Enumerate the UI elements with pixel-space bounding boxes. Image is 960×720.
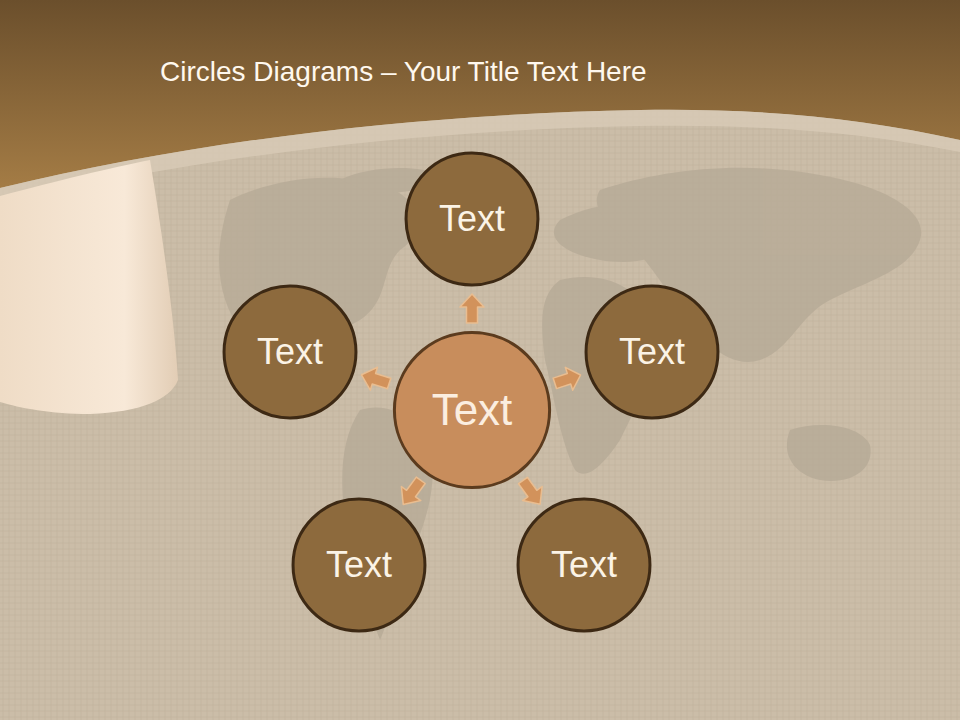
circle-label: Text xyxy=(257,331,323,373)
outer-circle: Text xyxy=(404,151,540,287)
outer-circle: Text xyxy=(291,497,427,633)
block-arrow xyxy=(553,367,581,390)
block-arrow xyxy=(401,477,425,504)
outer-circle: Text xyxy=(584,284,720,420)
outer-circle: Text xyxy=(516,497,652,633)
circle-label: Text xyxy=(439,198,505,240)
text-wrap: Text xyxy=(619,331,685,373)
circle-label: Text xyxy=(432,385,513,435)
circle-label: Text xyxy=(619,331,685,373)
center-circle: Text xyxy=(392,330,552,490)
circle-label: Text xyxy=(551,544,617,586)
outer-circle: Text xyxy=(222,284,358,420)
block-arrow xyxy=(519,477,543,504)
text-wrap: Text xyxy=(257,331,323,373)
text-wrap: Text xyxy=(326,544,392,586)
text-wrap: Text xyxy=(551,544,617,586)
block-arrow xyxy=(460,294,484,323)
text-wrap: Text xyxy=(432,385,513,435)
text-wrap: Text xyxy=(439,198,505,240)
block-arrow xyxy=(362,367,391,390)
slide-title: Circles Diagrams – Your Title Text Here xyxy=(160,56,647,88)
circle-label: Text xyxy=(326,544,392,586)
